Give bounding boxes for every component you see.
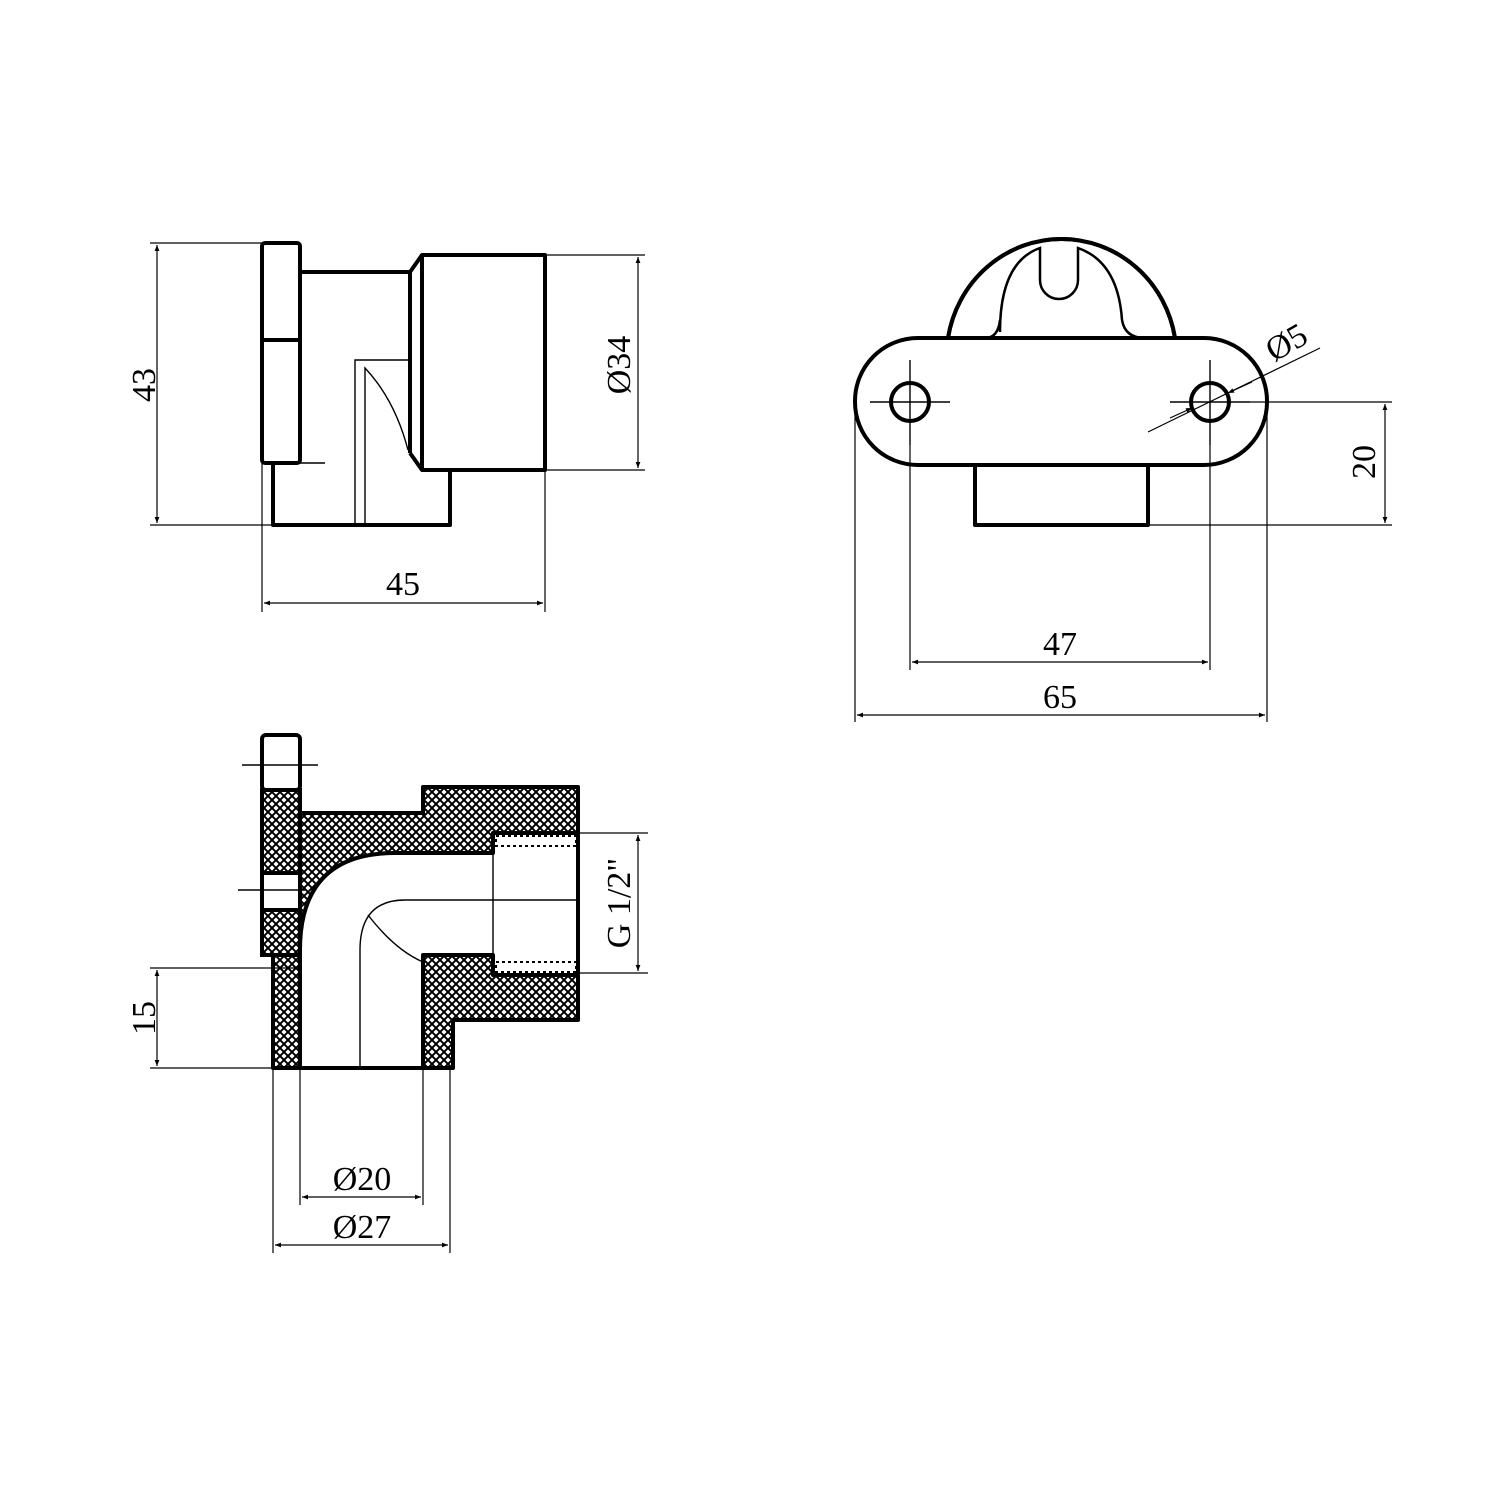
overall-width-label: 65 [1043,679,1077,716]
outer-diameter-label: Ø27 [333,1209,392,1246]
flange-tab [260,733,302,792]
width-label: 45 [386,566,420,603]
front-view: Ø5 20 47 65 [853,237,1392,722]
hole-diameter-label: Ø5 [1260,316,1314,369]
thread-marks [495,835,577,973]
flange [260,241,302,465]
body [271,463,452,527]
offset-label: 20 [1346,445,1383,479]
height-label: 43 [126,368,163,402]
depth-label: 15 [126,1001,163,1035]
hole-spacing-label: 47 [1043,626,1077,663]
side-view: 43 Ø34 45 [126,241,645,612]
flange-hole [260,871,302,912]
bore [298,831,580,1070]
section-view: 15 G 1/2" Ø20 Ø27 [126,733,648,1253]
inner-diameter-label: Ø20 [333,1161,392,1198]
boss [973,463,1150,527]
thread-label: G 1/2" [601,858,638,948]
nut-diameter-label: Ø34 [601,336,638,395]
dome [946,237,1177,339]
